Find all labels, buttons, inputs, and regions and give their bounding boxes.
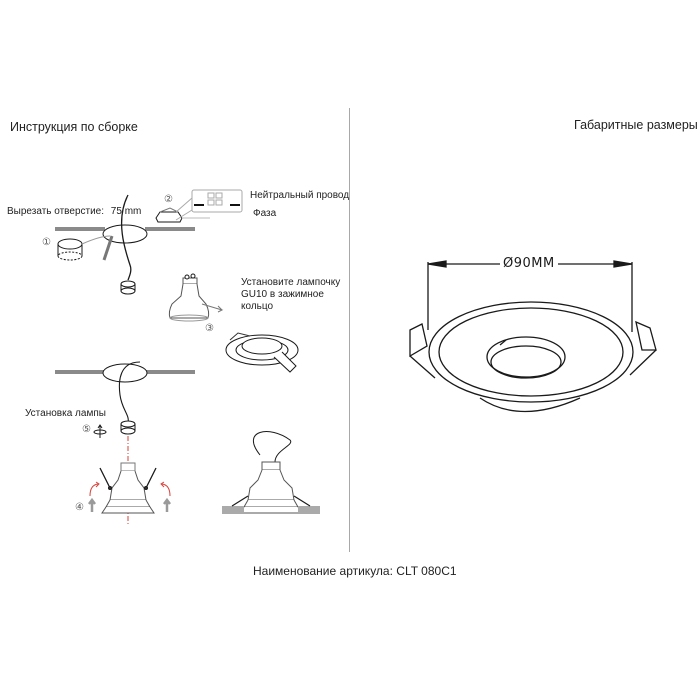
article-label: Наименование артикула:: [253, 564, 393, 578]
terminal-block-diagram: [155, 189, 243, 223]
ceiling-cut-diagram: [55, 194, 195, 295]
phase-label: Фаза: [253, 208, 277, 219]
article-name: Наименование артикула: CLT 080C1: [253, 564, 457, 578]
cut-hole-value: 75 mm: [110, 206, 142, 217]
step-4-marker: ④: [75, 502, 84, 513]
gu10-bulb-diagram: [168, 273, 224, 322]
dimensions-title: Габаритные размеры: [574, 118, 698, 132]
install-bulb-instructions: Установите лампочку GU10 в зажимное коль…: [241, 277, 340, 313]
installed-lamp-diagram: [222, 431, 320, 514]
ceiling-install-diagram: [55, 361, 195, 525]
neutral-wire-label: Нейтральный провод: [250, 190, 350, 201]
panel-divider: [349, 108, 350, 552]
install-bulb-line-3: кольцо: [241, 301, 274, 312]
install-bulb-line-1: Установите лампочку: [241, 277, 341, 288]
cut-hole-text: Вырезать отверстие:: [7, 206, 105, 217]
step-3-marker: ③: [205, 323, 214, 334]
clamp-ring-diagram: [225, 332, 299, 373]
article-value: CLT 080C1: [396, 564, 457, 578]
assembly-instructions-title: Инструкция по сборке: [10, 120, 138, 134]
step-2-marker: ②: [164, 194, 173, 205]
lamp-spring-diagram: [88, 462, 171, 514]
cut-hole-label: Вырезать отверстие: 75 mm: [7, 206, 141, 218]
install-lamp-label: Установка лампы: [25, 408, 106, 419]
fixture-dimension-drawing: [409, 260, 657, 413]
diameter-dimension-label: Ø90MM: [503, 256, 555, 271]
install-bulb-line-2: GU10 в зажимное: [241, 289, 324, 300]
step-1-marker: ①: [42, 237, 51, 248]
step-5-marker: ⑤: [82, 424, 91, 435]
